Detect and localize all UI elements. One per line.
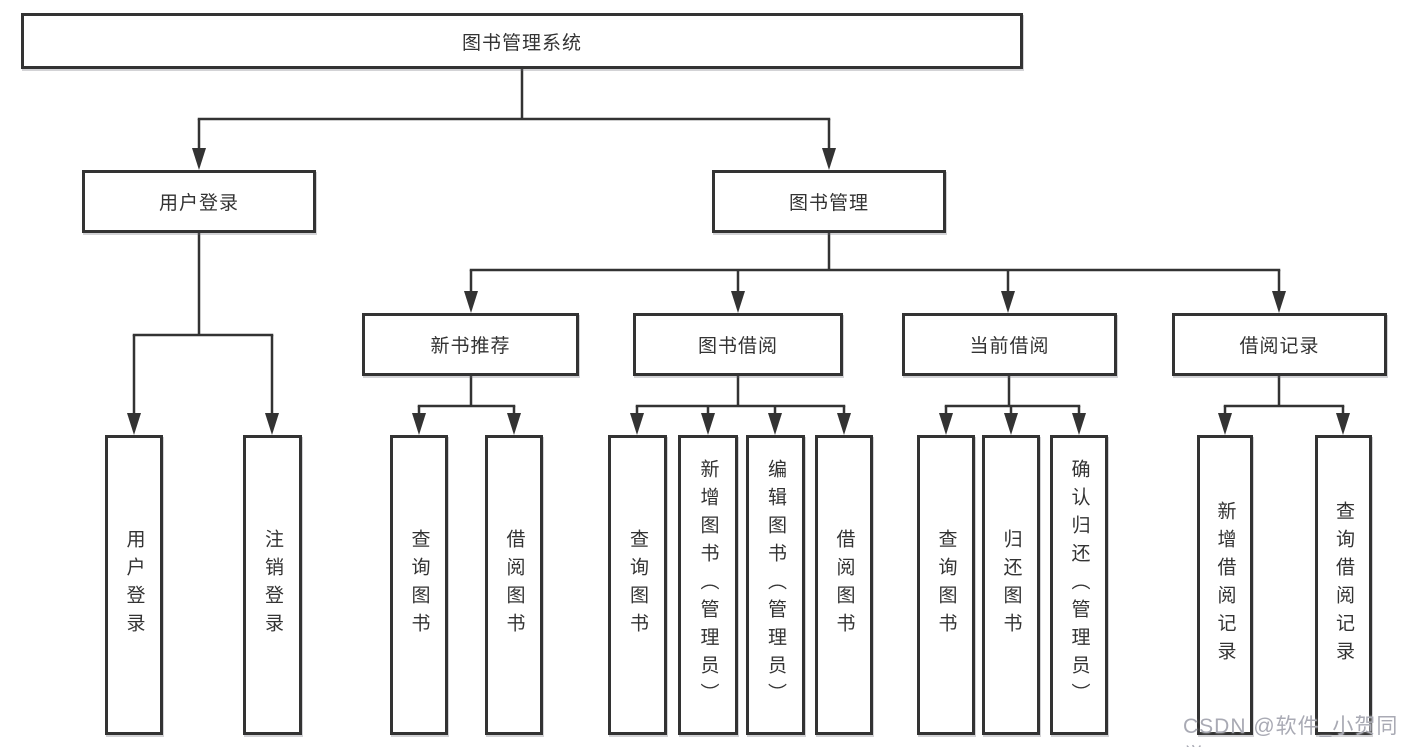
node-borrow-record: 借阅记录 [1172,313,1387,376]
leaf-bb-query-book: 查询图书 [608,435,667,735]
leaf-user-login-label: 用户登录 [123,529,145,641]
node-user-login-label: 用户登录 [158,193,239,214]
connector-root-to-level2 [192,68,836,170]
leaf-bb-edit-book-admin: 编辑图书（管理员） [746,435,805,735]
leaf-cb-return-book: 归还图书 [982,435,1040,735]
leaf-bb-edit-book-admin-label: 编辑图书（管理员） [765,459,786,711]
leaf-br-add-record: 新增借阅记录 [1197,435,1253,735]
connector-bookborrow-to-leaves [630,376,851,435]
leaf-logout: 注销登录 [243,435,302,735]
leaf-cb-return-book-label: 归还图书 [1000,529,1022,641]
leaf-bb-add-book-admin-label: 新增图书（管理员） [697,459,719,711]
leaf-user-login: 用户登录 [105,435,163,735]
leaf-bb-borrow-book: 借阅图书 [815,435,873,735]
node-current-borrow: 当前借阅 [902,313,1117,376]
leaf-br-add-record-label: 新增借阅记录 [1214,501,1236,669]
leaf-br-query-record-label: 查询借阅记录 [1333,501,1354,669]
node-book-borrow: 图书借阅 [633,313,843,376]
leaf-cb-confirm-return-admin: 确认归还（管理员） [1050,435,1108,735]
leaf-cb-query-book-label: 查询图书 [935,529,957,641]
node-new-book-recommend-label: 新书推荐 [430,336,511,357]
node-root-label: 图书管理系统 [461,32,582,54]
connector-userlogin-to-leaves [127,233,279,435]
leaf-cb-query-book: 查询图书 [917,435,975,735]
node-borrow-record-label: 借阅记录 [1239,336,1320,357]
leaf-nbr-borrow-book-label: 借阅图书 [503,529,525,641]
leaf-nbr-query-book: 查询图书 [390,435,448,735]
connector-bookmgmt-to-level3 [464,233,1286,313]
connector-currentborrow-to-leaves [939,376,1086,435]
connector-newbookrec-to-leaves [412,376,521,435]
node-book-management: 图书管理 [712,170,946,233]
leaf-cb-confirm-return-admin-label: 确认归还（管理员） [1068,459,1090,711]
leaf-br-query-record: 查询借阅记录 [1315,435,1372,735]
node-user-login: 用户登录 [82,170,316,233]
node-book-borrow-label: 图书借阅 [697,336,778,357]
node-root: 图书管理系统 [21,13,1023,69]
leaf-bb-query-book-label: 查询图书 [627,529,648,641]
node-book-management-label: 图书管理 [788,193,869,214]
leaf-logout-label: 注销登录 [262,529,283,641]
csdn-watermark: CSDN @软件_小贺同学 [1183,715,1399,747]
leaf-bb-add-book-admin: 新增图书（管理员） [678,435,738,735]
node-current-borrow-label: 当前借阅 [969,336,1050,357]
leaf-nbr-borrow-book: 借阅图书 [485,435,543,735]
node-new-book-recommend: 新书推荐 [362,313,579,376]
leaf-bb-borrow-book-label: 借阅图书 [833,529,855,641]
leaf-nbr-query-book-label: 查询图书 [408,529,430,641]
connector-borrowrecord-to-leaves [1218,376,1350,435]
